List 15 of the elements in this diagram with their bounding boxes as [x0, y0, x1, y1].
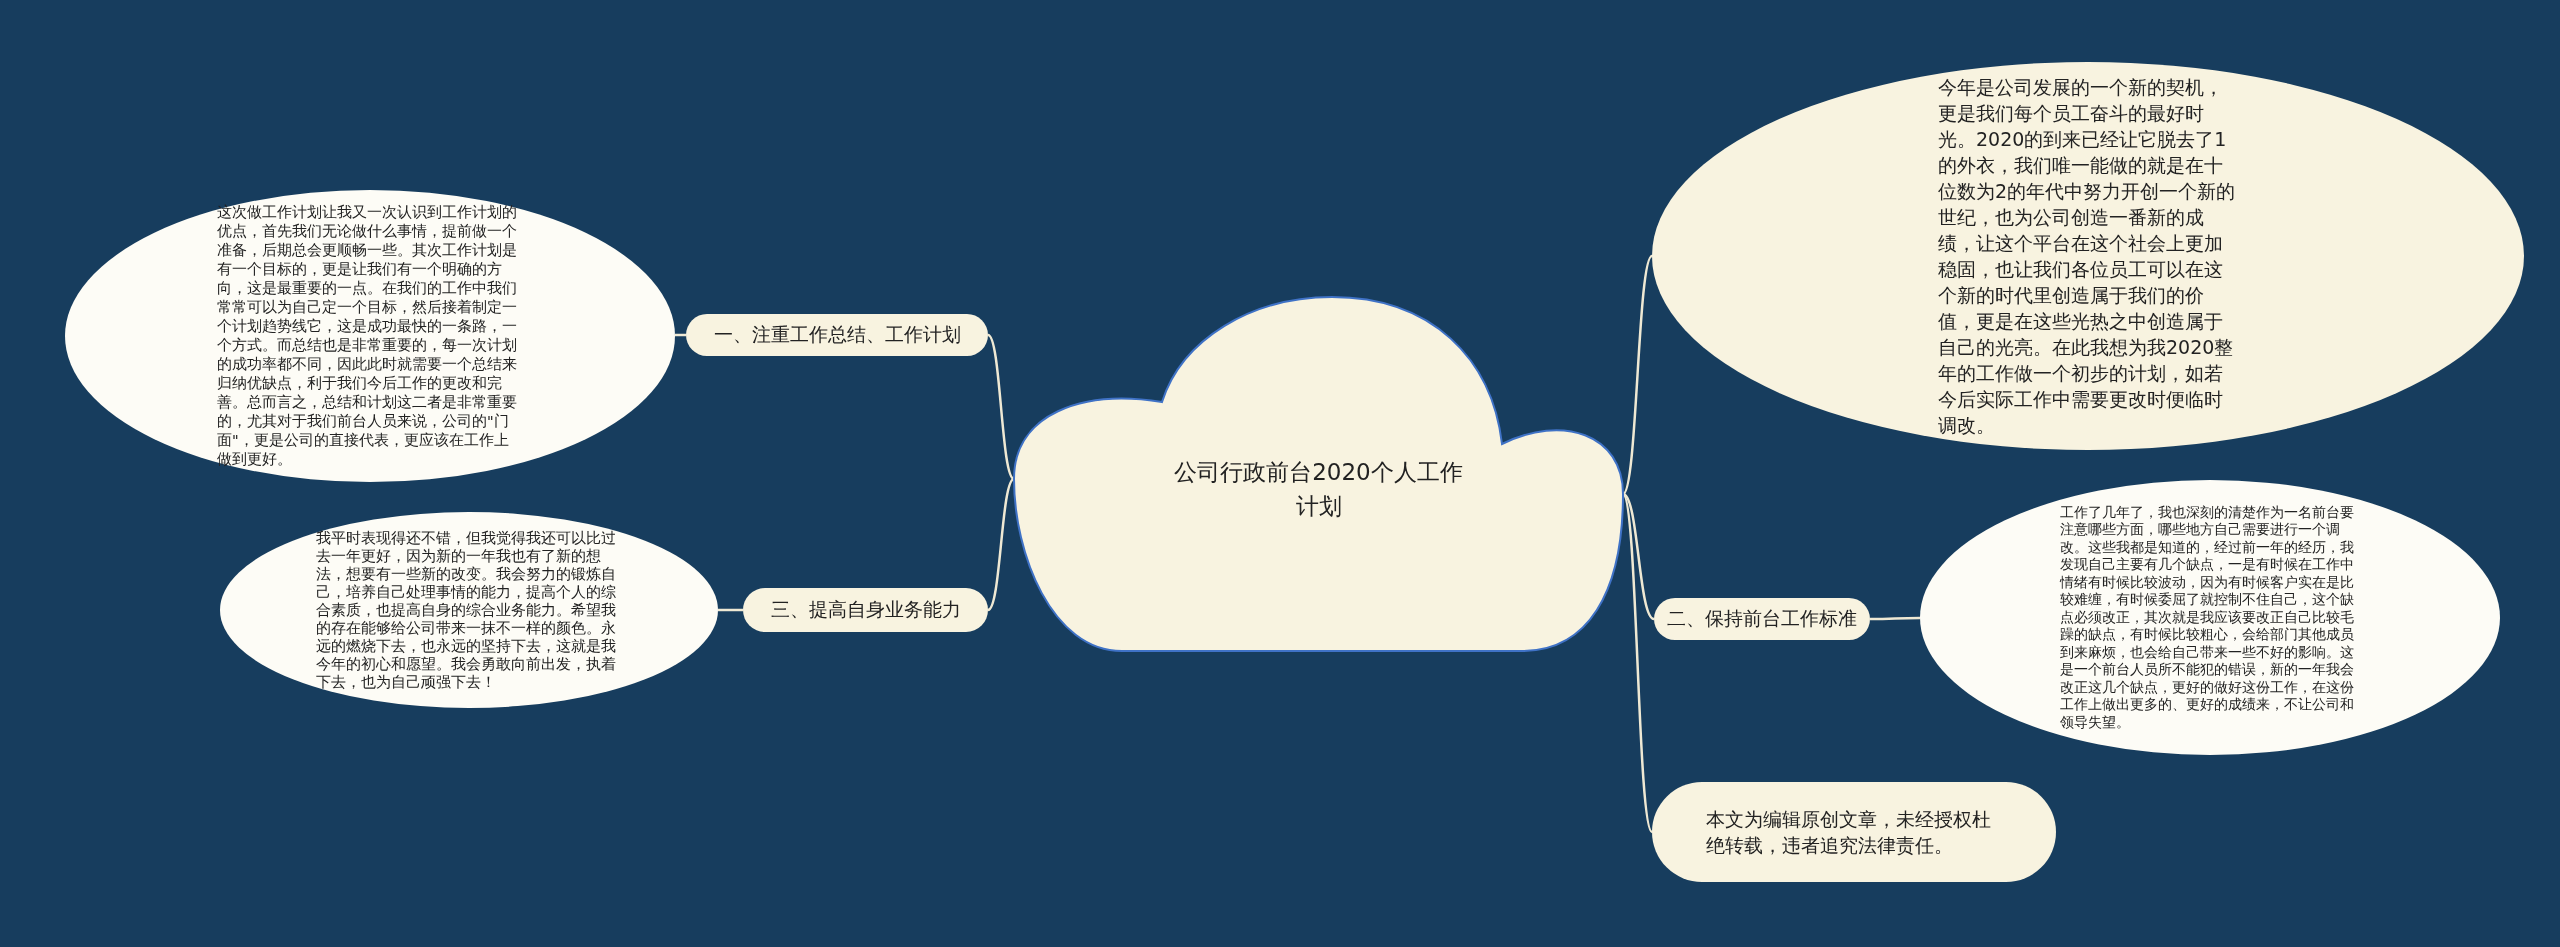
connector-line — [1870, 616, 1920, 621]
connector-line — [718, 608, 743, 612]
connector-line — [1622, 492, 1655, 621]
branch-topic: 一、注重工作总结、工作计划 — [686, 314, 988, 356]
branch-topic: 二、保持前台工作标准 — [1654, 598, 1870, 640]
text-bubble: 工作了几年了，我也深刻的清楚作为一名前台要注意哪些方面，哪些地方自己需要进行一个调改。这些我都是知道的，经过前一年的经历，我发现自己主要有几个缺点，一是有时候在工作中情绪有时候比较波动，因为有时候客户实在是比较难缠，有时候委屈了就控制不住自己，这个缺点必须改正，其次就是我应该要改正自己比较毛躁的缺点，有时候比较粗心，会给部门其他成员到来麻烦，也会给自己带来一些不好的影响。这是一个前台人员所不能犯的错误，新的一年我会改正这几个缺点，更好的做好这份工作，在这份工作上做出更多的、更好的成绩来，不让公司和领导失望。 — [1920, 480, 2500, 755]
text-bubble: 今年是公司发展的一个新的契机，更是我们每个员工奋斗的最好时光。2020的到来已经让它脱去了1的外衣，我们唯一能做的就是在十位数为2的年代中努力开创一个新的世纪，也为公司创造一番新的成绩，让这个平台在这个社会上更加稳固，也让我们各位员工可以在这个新的时代里创造属于我们的价值，更是在这些光热之中创造属于自己的光亮。在此我想为我2020整年的工作做一个初步的计划，如若今后实际工作中需要更改时便临时调改。 — [1652, 62, 2524, 450]
copyright-note: 本文为编辑原创文章，未经授权杜绝转载，违者追究法律责任。 — [1652, 782, 2056, 882]
connector-line — [987, 478, 1015, 611]
text-bubble: 我平时表现得还不错，但我觉得我还可以比过去一年更好，因为新的一年我也有了新的想法，想要有一些新的改变。我会努力的锻炼自己，培养自己处理事情的能力，提高个人的综合素质，也提高自身的综合业务能力。希望我的存在能够给公司带来一抹不一样的颜色。永远的燃烧下去，也永远的坚持下去，这就是我今年的初心和愿望。我会勇敢向前出发，执着下去，也为自己顽强下去！ — [220, 512, 718, 708]
branch-topic: 三、提高自身业务能力 — [743, 588, 988, 632]
central-topic: 公司行政前台2020个人工作计划 — [1173, 457, 1464, 521]
text-bubble: 这次做工作计划让我又一次认识到工作计划的优点，首先我们无论做什么事情，提前做一个准备，后期总会更顺畅一些。其次工作计划是有一个目标的，更是让我们有一个明确的方向，这是最重要的一点。在我们的工作中我们常常可以为自己定一个目标，然后接着制定一个计划趋势线它，这是成功最快的一条路，一个方式。而总结也是非常重要的，每一次计划的成功率都不同，因此此时就需要一个总结来归纳优缺点，利于我们今后工作的更改和完善。总而言之，总结和计划这二者是非常重要的，尤其对于我们前台人员来说，公司的"门面"，更是公司的直接代表，更应该在工作上做到更好。 — [65, 190, 675, 482]
connector-line — [1622, 255, 1653, 495]
connector-line — [987, 334, 1015, 480]
